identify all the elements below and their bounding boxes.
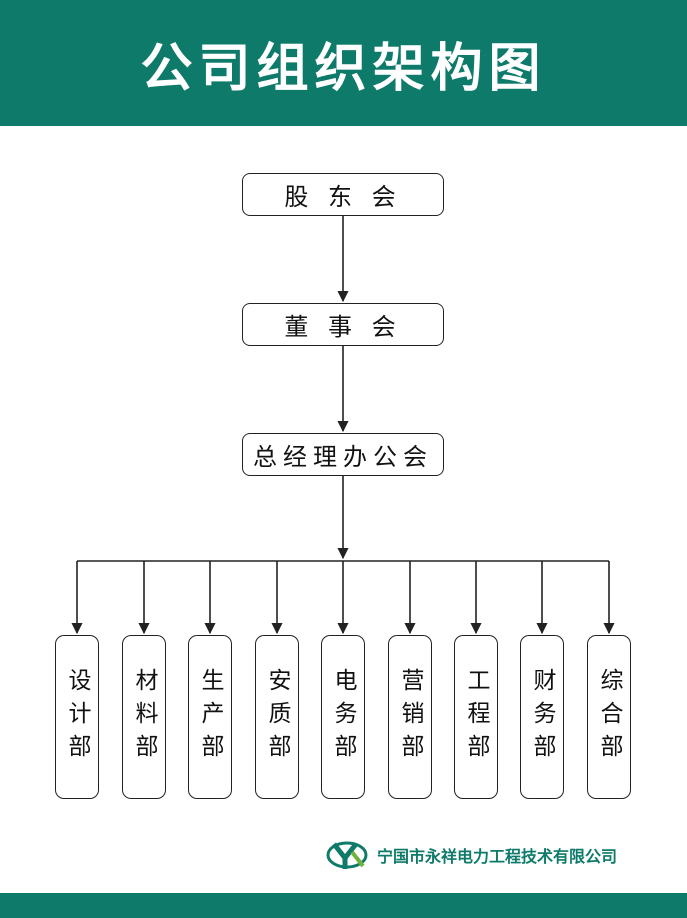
page-title: 公司组织架构图 bbox=[140, 38, 547, 99]
dept-label: 安质部 bbox=[264, 667, 290, 767]
dept-box-engineering: 工程部 bbox=[454, 635, 498, 799]
header-banner: 公司组织架构图 bbox=[0, 0, 687, 126]
dept-label: 生产部 bbox=[197, 667, 223, 767]
dept-box-safety-quality: 安质部 bbox=[255, 635, 299, 799]
dept-label: 财务部 bbox=[529, 667, 555, 767]
node-gm-office: 总经理办公会 bbox=[242, 433, 444, 476]
dept-label: 工程部 bbox=[463, 667, 489, 767]
footer-bar bbox=[0, 893, 687, 918]
node-shareholders: 股 东 会 bbox=[242, 173, 444, 216]
dept-box-electrical: 电务部 bbox=[321, 635, 365, 799]
dept-box-marketing: 营销部 bbox=[388, 635, 432, 799]
company-name: 宁国市永祥电力工程技术有限公司 bbox=[377, 847, 618, 866]
dept-box-materials: 材料部 bbox=[122, 635, 166, 799]
dept-label: 设计部 bbox=[64, 667, 90, 767]
company-signature: 宁国市永祥电力工程技术有限公司 bbox=[325, 836, 617, 874]
node-gm-office-label: 总经理办公会 bbox=[253, 443, 433, 471]
dept-label: 电务部 bbox=[330, 667, 356, 767]
node-board: 董 事 会 bbox=[242, 303, 444, 346]
dept-box-general: 综合部 bbox=[587, 635, 631, 799]
dept-box-production: 生产部 bbox=[188, 635, 232, 799]
yx-logo-icon bbox=[326, 841, 368, 869]
dept-box-design: 设计部 bbox=[55, 635, 99, 799]
dept-label: 营销部 bbox=[397, 667, 423, 767]
dept-label: 综合部 bbox=[596, 667, 622, 767]
dept-box-finance: 财务部 bbox=[520, 635, 564, 799]
node-shareholders-label: 股 东 会 bbox=[284, 183, 402, 211]
node-board-label: 董 事 会 bbox=[284, 313, 402, 341]
dept-label: 材料部 bbox=[131, 667, 157, 767]
